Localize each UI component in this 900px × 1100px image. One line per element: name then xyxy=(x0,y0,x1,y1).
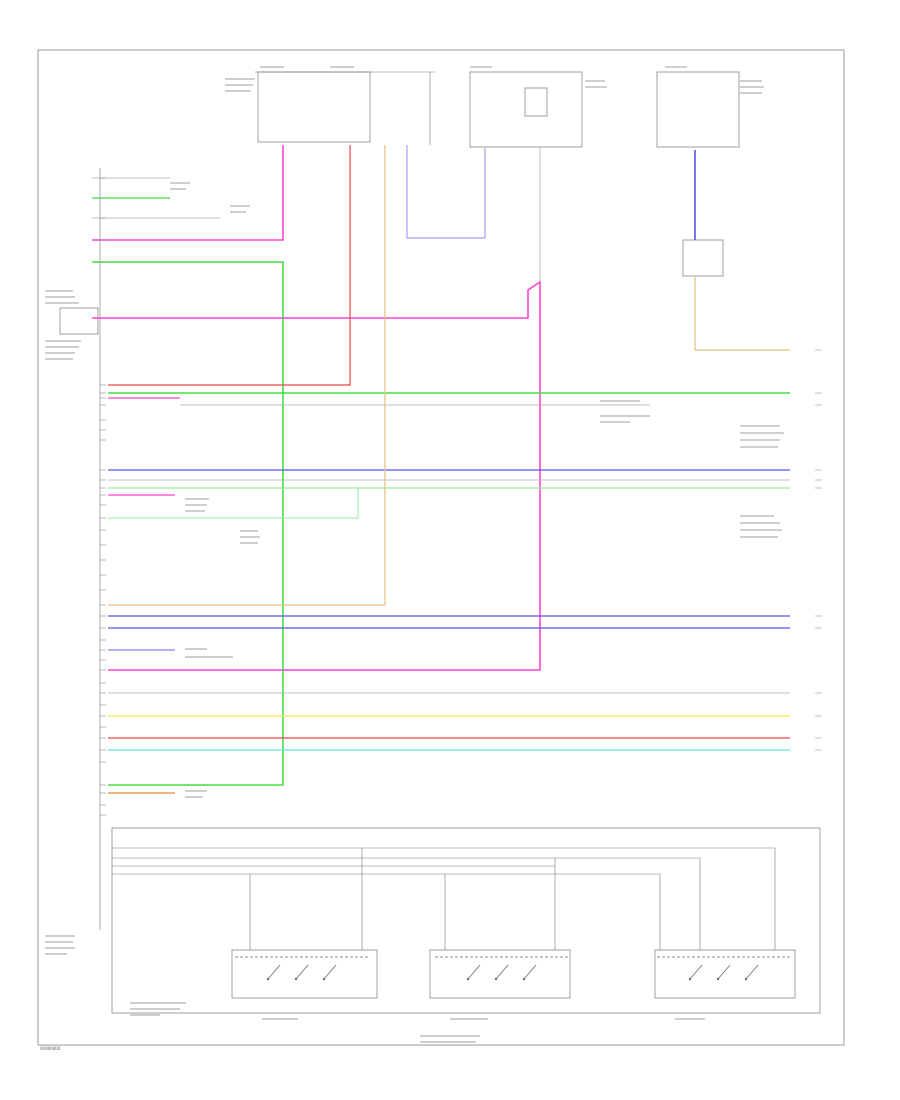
switch-pivot xyxy=(716,977,720,981)
switch-contact xyxy=(745,964,759,980)
label-mark xyxy=(740,536,778,538)
label-mark xyxy=(185,790,207,792)
wire-tan-right xyxy=(694,276,790,351)
label-mark xyxy=(240,542,258,544)
wire-tan-long xyxy=(108,145,386,606)
wire-green-long xyxy=(92,261,284,786)
switch-contact xyxy=(295,964,309,980)
label-mark xyxy=(45,352,75,354)
switch-pivot xyxy=(466,977,470,981)
label-mark xyxy=(740,446,778,448)
label-mark xyxy=(45,296,75,298)
label-mark xyxy=(45,290,73,292)
label-marks xyxy=(45,66,784,1043)
label-mark xyxy=(740,522,780,524)
label-mark xyxy=(45,340,81,342)
relay-box-right xyxy=(656,71,740,148)
label-mark xyxy=(450,1018,488,1020)
label-mark xyxy=(45,941,73,943)
label-mark xyxy=(740,80,762,82)
label-mark xyxy=(230,205,250,207)
label-mark xyxy=(170,188,186,190)
label-mark xyxy=(170,182,190,184)
label-mark xyxy=(740,439,780,441)
switch-pivot xyxy=(744,977,748,981)
label-mark xyxy=(240,530,258,532)
label-mark xyxy=(225,90,251,92)
label-mark xyxy=(45,947,75,949)
label-mark xyxy=(675,1012,725,1014)
left-connector-box xyxy=(59,307,99,335)
switch-pivot xyxy=(266,977,270,981)
label-mark xyxy=(740,425,780,427)
label-mark xyxy=(600,400,640,402)
relay-box-center xyxy=(469,71,583,148)
label-mark xyxy=(585,86,607,88)
label-mark xyxy=(675,1018,705,1020)
label-mark xyxy=(600,415,650,417)
footer-code: 00000000 xyxy=(40,1046,61,1051)
label-mark xyxy=(740,92,762,94)
label-mark xyxy=(45,953,67,955)
label-mark xyxy=(230,211,246,213)
label-mark xyxy=(330,66,354,68)
switch-pivot xyxy=(522,977,526,981)
label-mark xyxy=(420,1041,476,1043)
label-mark xyxy=(225,84,253,86)
wires-group xyxy=(92,145,822,816)
label-mark xyxy=(185,510,205,512)
label-mark xyxy=(45,935,75,937)
label-mark xyxy=(185,656,233,658)
switch-pivot xyxy=(688,977,692,981)
sensor-box-right xyxy=(682,239,724,277)
wire-light-blue-vertical xyxy=(406,145,486,239)
label-mark xyxy=(740,432,784,434)
label-mark xyxy=(450,1012,500,1014)
label-mark xyxy=(45,346,79,348)
label-mark xyxy=(665,66,687,68)
switch-pivot xyxy=(322,977,326,981)
switch-contact xyxy=(689,964,703,980)
label-mark xyxy=(740,529,782,531)
label-mark xyxy=(130,1008,180,1010)
label-mark xyxy=(240,536,260,538)
label-mark xyxy=(185,504,207,506)
label-mark xyxy=(740,515,774,517)
label-mark xyxy=(260,66,284,68)
switch-contact xyxy=(523,964,537,980)
switch-pivot xyxy=(494,977,498,981)
switch-symbols xyxy=(235,956,792,981)
label-mark xyxy=(185,648,207,650)
switch-contact xyxy=(467,964,481,980)
label-mark xyxy=(45,302,79,304)
switch-contact xyxy=(323,964,337,980)
wire-pink-top-left xyxy=(92,145,284,241)
switch-pivot xyxy=(294,977,298,981)
label-mark xyxy=(185,796,203,798)
label-mark xyxy=(130,1002,186,1004)
label-mark xyxy=(420,1035,480,1037)
label-mark xyxy=(262,1018,298,1020)
switch-contact xyxy=(717,964,731,980)
label-mark xyxy=(130,1014,160,1016)
label-mark xyxy=(600,421,630,423)
label-mark xyxy=(185,498,209,500)
bottom-switch-section xyxy=(111,827,821,1014)
diagram-frame xyxy=(37,49,845,1046)
wire-red-upper xyxy=(108,145,351,386)
label-mark xyxy=(740,86,764,88)
wire-light-green-2 xyxy=(108,488,359,519)
top-fuse-block-left xyxy=(255,71,435,145)
label-mark xyxy=(225,78,255,80)
switch-contact xyxy=(495,964,509,980)
switch-contact xyxy=(267,964,281,980)
label-mark xyxy=(45,358,73,360)
label-mark xyxy=(585,80,605,82)
wire-pink-mid xyxy=(92,280,541,671)
label-mark xyxy=(470,66,492,68)
label-mark xyxy=(262,1012,312,1014)
